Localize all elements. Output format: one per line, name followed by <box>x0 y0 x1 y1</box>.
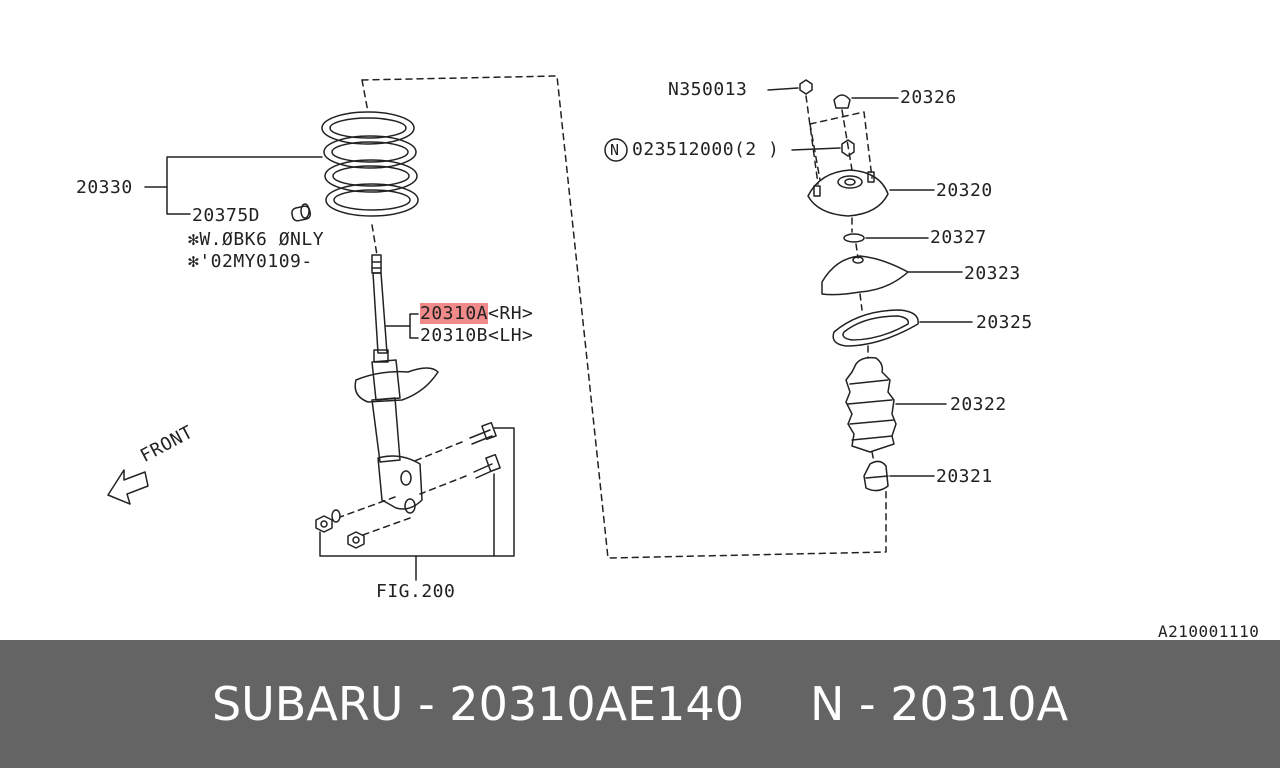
spring-seat-pad-20375D <box>291 203 312 222</box>
label-boot: 20322 <box>950 394 1007 415</box>
strut-nuts <box>315 509 365 549</box>
label-cap: 20326 <box>900 87 957 108</box>
label-nut-qty: 023512000(2 ) <box>632 139 780 160</box>
label-nut: N350013 <box>668 79 748 100</box>
part-number-footer: SUBARU - 20310AE140 N - 20310A <box>0 640 1280 768</box>
label-coil-spring: 20330 <box>76 177 133 198</box>
label-bump-stop: 20321 <box>936 466 993 487</box>
label-upper-seat: 20323 <box>964 263 1021 284</box>
label-strut-rh-side: <RH> <box>488 303 534 324</box>
highlighted-part-number: 20310A <box>420 303 489 324</box>
label-spring-seat-pad: 20375D <box>192 205 261 226</box>
washer-20327 <box>843 233 929 259</box>
coil-spring-20330 <box>321 111 419 217</box>
front-arrow-icon <box>107 469 149 505</box>
label-note-model: ✻W.ØBK6 ØNLY <box>188 229 325 250</box>
diagram-drawing <box>107 75 973 581</box>
nut-N350013 <box>767 79 819 185</box>
circled-n-icon <box>604 138 628 162</box>
label-rubber-seat: 20325 <box>976 312 1033 333</box>
alt-part-number: N - 20310A <box>809 677 1069 731</box>
label-note-year: ✻'02MY0109- <box>188 251 313 272</box>
rubber-seat-20325 <box>832 309 973 359</box>
label-fig-ref: FIG.200 <box>376 581 456 602</box>
dust-boot-20322 <box>845 356 947 463</box>
strut-bolts <box>339 421 501 537</box>
label-strut-rh: 20310A<RH> <box>420 303 534 324</box>
label-mount: 20320 <box>936 180 993 201</box>
dashed-assembly-outline <box>361 75 887 559</box>
label-strut-lh: 20310B<LH> <box>420 325 534 346</box>
strut-assembly <box>354 254 439 514</box>
label-circled-letter: N <box>610 141 620 159</box>
parts-diagram: 20330 20375D ✻W.ØBK6 ØNLY ✻'02MY0109- 20… <box>76 75 1260 641</box>
drawing-reference: A210001110 <box>1158 622 1260 641</box>
brand-part-number: SUBARU - 20310AE140 <box>211 677 744 731</box>
cap-20326 <box>833 94 899 171</box>
nut-023512000 <box>791 139 855 157</box>
strut-mount-20320 <box>807 169 935 233</box>
bump-stop-20321 <box>863 460 935 492</box>
upper-seat-20323 <box>821 255 963 311</box>
label-washer: 20327 <box>930 227 987 248</box>
